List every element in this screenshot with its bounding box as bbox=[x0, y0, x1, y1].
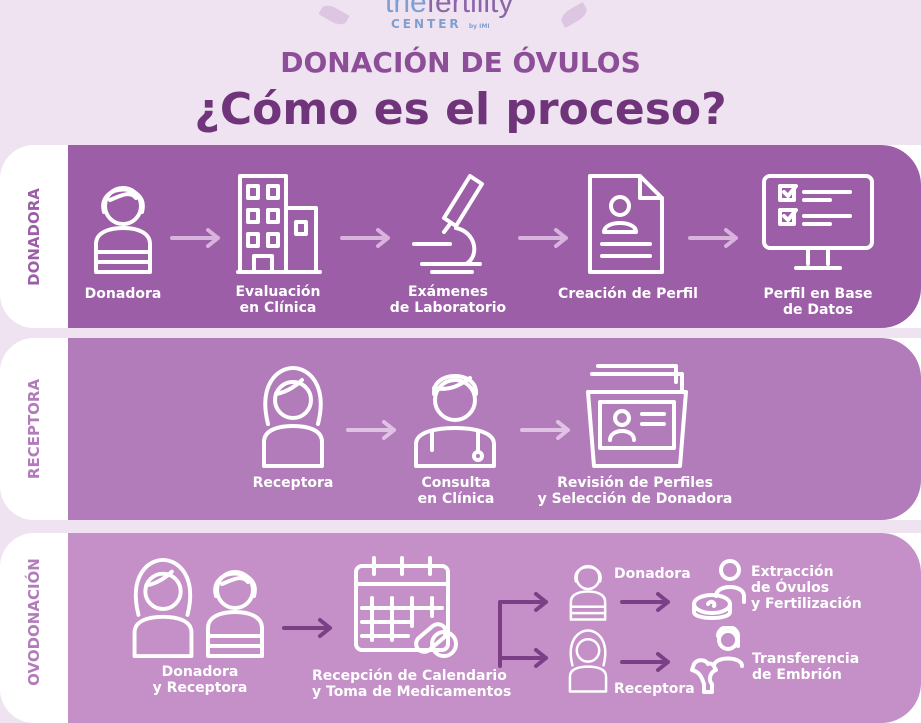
recipient-woman-icon bbox=[262, 366, 324, 468]
arrow-icon bbox=[282, 618, 332, 638]
branch-arrow-icon bbox=[498, 592, 548, 668]
calendar-medication-icon bbox=[354, 556, 458, 658]
recipient-woman-icon bbox=[132, 557, 194, 659]
egg-extraction-icon bbox=[692, 559, 746, 620]
logo: thefertility bbox=[385, 0, 513, 20]
profile-document-icon bbox=[588, 174, 664, 274]
microscope-icon bbox=[412, 174, 484, 274]
arrow-icon bbox=[620, 652, 670, 672]
step-label: Exámenes de Laboratorio bbox=[389, 284, 507, 316]
leaf-decoration bbox=[558, 1, 590, 29]
arrow-icon bbox=[346, 420, 396, 440]
section-label-text: OVODONACIÓN bbox=[25, 558, 43, 686]
arrow-icon bbox=[518, 228, 568, 248]
step-label: Donadora y Receptora bbox=[152, 664, 248, 696]
logo-text: the bbox=[385, 0, 427, 19]
embryo-transfer-icon bbox=[690, 626, 744, 694]
donor-woman-icon bbox=[94, 186, 152, 274]
step-label: Recepción de Calendario y Toma de Medica… bbox=[312, 668, 512, 700]
section-label-text: DONADORA bbox=[25, 187, 44, 286]
profile-files-icon bbox=[586, 364, 688, 468]
subtitle: DONACIÓN DE ÓVULOS bbox=[280, 46, 641, 79]
logo-subtext: CENTER by IMI bbox=[391, 17, 490, 31]
step-label: Revisión de Perfiles y Selección de Dona… bbox=[537, 475, 733, 507]
step-label: Perfil en Base de Datos bbox=[763, 286, 873, 318]
section-label: OVODONACIÓN bbox=[0, 533, 68, 711]
database-monitor-icon bbox=[762, 174, 874, 270]
section-label-text: RECEPTORA bbox=[25, 378, 44, 480]
donor-woman-icon bbox=[206, 570, 264, 658]
arrow-icon bbox=[340, 228, 390, 248]
section-panel bbox=[68, 533, 921, 723]
step-label: Consulta en Clínica bbox=[417, 475, 495, 507]
step-label: Evaluación en Clínica bbox=[235, 284, 321, 316]
building-icon bbox=[236, 174, 322, 274]
section-panel bbox=[68, 338, 921, 520]
doctor-icon bbox=[414, 374, 496, 468]
step-label: Creación de Perfil bbox=[558, 286, 698, 302]
logo-text: fertility bbox=[426, 0, 514, 19]
page-title: ¿Cómo es el proceso? bbox=[194, 84, 727, 135]
arrow-icon bbox=[170, 228, 220, 248]
logo-center: CENTER bbox=[391, 17, 462, 31]
step-label: Transferencia de Embrión bbox=[752, 651, 860, 683]
arrow-icon bbox=[520, 420, 570, 440]
step-label: Extracción de Óvulos y Fertilización bbox=[751, 564, 862, 612]
recipient-woman-icon bbox=[568, 629, 608, 693]
step-label: Receptora bbox=[614, 681, 695, 697]
section-label: RECEPTORA bbox=[0, 338, 68, 520]
donor-woman-icon bbox=[569, 564, 607, 621]
step-label: Receptora bbox=[252, 475, 334, 491]
step-label: Donadora bbox=[84, 286, 162, 302]
arrow-icon bbox=[620, 592, 670, 612]
step-label: Donadora bbox=[614, 566, 691, 582]
leaf-decoration bbox=[318, 1, 350, 29]
logo-by: by IMI bbox=[468, 23, 490, 30]
arrow-icon bbox=[688, 228, 738, 248]
section-label: DONADORA bbox=[0, 145, 68, 328]
